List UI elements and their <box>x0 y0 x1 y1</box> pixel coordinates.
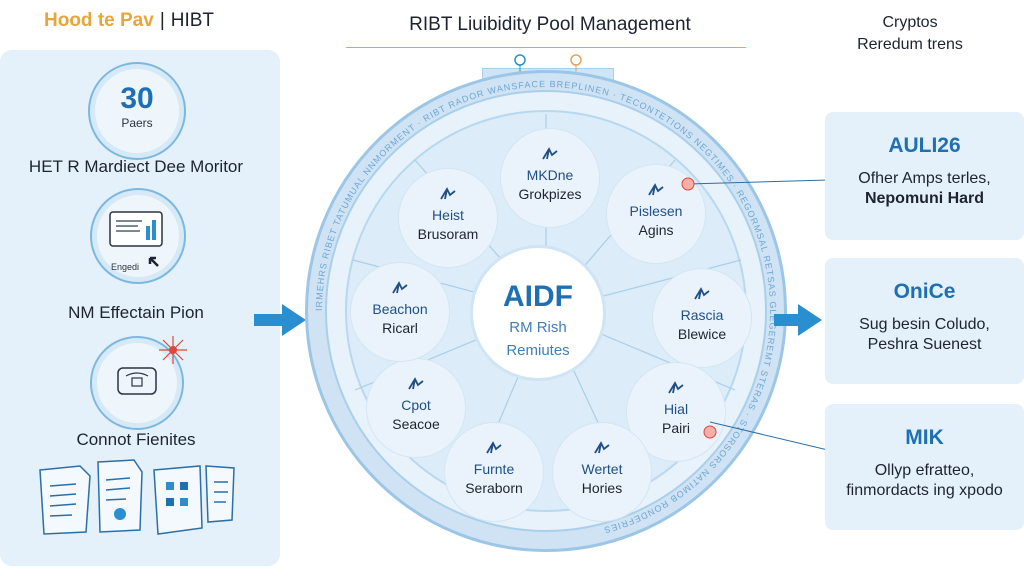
tab-connectors <box>514 54 582 74</box>
panel-line2: finmordacts ing xpodo <box>846 482 1003 499</box>
brand-right-text: HIBT <box>170 10 215 31</box>
crypto-node-icon <box>392 281 408 294</box>
hub-line1: RM Rish <box>509 319 567 336</box>
panel-head: OniCe <box>893 280 956 303</box>
node-line2: Grokpizes <box>518 186 582 202</box>
brand-left-text: Hood te Pav <box>44 10 154 31</box>
panel-head: AULI26 <box>888 134 961 157</box>
document-chart-icon <box>109 211 163 267</box>
crypto-node-icon <box>440 187 456 200</box>
documents-icon-group <box>39 459 235 535</box>
left-label-monitor: HET R Mardiect Dee Moritor <box>28 157 244 176</box>
crypto-node-icon <box>694 287 710 300</box>
right-title-line1: Cryptos <box>882 14 938 31</box>
node-line2: Brusoram <box>417 226 479 242</box>
node-line2: Blewice <box>677 326 727 342</box>
crypto-node-icon <box>594 441 610 454</box>
hub-title: AIDF <box>503 280 573 313</box>
stat-value: 30 <box>120 82 154 115</box>
crypto-node-icon <box>648 183 664 196</box>
panel-line2: Peshra Suenest <box>867 336 982 353</box>
node-line1: Wertet <box>581 461 623 477</box>
hub-line2: Remiutes <box>506 342 570 359</box>
panel-line1: Sug besin Coludo, <box>859 316 990 333</box>
connect-circle <box>90 336 184 430</box>
wheel-node-cpot: Cpot Seacoe <box>366 358 466 458</box>
node-line1: Furnte <box>473 461 515 477</box>
node-line1: Rascia <box>680 307 724 323</box>
panel-connector-lines <box>681 177 829 451</box>
flow-arrow-right <box>774 304 822 336</box>
info-panel-mik: MIK Ollyp efratteo, finmordacts ing xpod… <box>825 404 1024 530</box>
node-line2: Seraborn <box>465 480 523 496</box>
crypto-node-icon <box>486 441 502 454</box>
document-circle <box>90 188 186 284</box>
right-column-title: Cryptos Reredum trens <box>840 12 980 56</box>
wheel-node-beachon: Beachon Ricarl <box>350 262 450 362</box>
page-title: RIBT Liuibidity Pool Management <box>409 14 691 35</box>
monitor-icon <box>117 367 157 395</box>
node-line1: Beachon <box>372 301 428 317</box>
node-line2: Agins <box>638 222 674 238</box>
left-label-connect: Connot Fienites <box>76 430 196 449</box>
panel-head: MIK <box>905 426 944 449</box>
info-panel-onice: OniCe Sug besin Coludo, Peshra Suenest <box>825 258 1024 384</box>
stat-label: Paers <box>121 116 153 130</box>
wheel-node-mkdne: MKDne Grokpizes <box>500 128 600 228</box>
panel-line1: Ollyp efratteo, <box>874 462 975 479</box>
highlight-burst-icon <box>159 336 187 364</box>
title-divider <box>346 47 746 48</box>
crypto-node-icon <box>542 147 558 160</box>
stat-circle: 30 Paers <box>88 62 186 160</box>
node-line2: Seacoe <box>392 416 440 432</box>
node-line1: Pislesen <box>629 203 683 219</box>
wheel-node-pislesen: Pislesen Agins <box>606 164 706 264</box>
node-line2: Hories <box>581 480 623 496</box>
node-line1: Hial <box>663 401 689 417</box>
wheel-hub: AIDF RM Rish Remiutes <box>470 245 606 381</box>
node-line2: Pairi <box>661 420 690 436</box>
brand-separator: | <box>159 10 165 31</box>
node-line1: Heist <box>432 207 464 223</box>
panel-line1: Ofher Amps terles, <box>858 170 991 187</box>
brand: Hood te Pav|HIBT <box>44 10 214 32</box>
wheel-node-furnte: Furnte Seraborn <box>444 422 544 522</box>
left-label-efficiency: NM Effectain Pion <box>68 303 204 322</box>
node-line1: MKDne <box>526 167 574 183</box>
info-panel-auli26: AULI26 Ofher Amps terles, Nepomuni Hard <box>825 112 1024 240</box>
crypto-node-icon <box>668 381 684 394</box>
wheel-node-heist: Heist Brusoram <box>398 168 498 268</box>
wheel-node-wertet: Wertet Hories <box>552 422 652 522</box>
flow-arrow-left <box>254 304 306 336</box>
document-caption: Engedi <box>110 262 140 272</box>
panel-line2: Nepomuni Hard <box>864 190 985 207</box>
right-title-line2: Reredum trens <box>857 36 963 53</box>
crypto-node-icon <box>408 377 424 390</box>
node-line2: Ricarl <box>382 320 418 336</box>
node-line1: Cpot <box>401 397 431 413</box>
wheel-node-rascia: Rascia Blewice <box>652 268 752 368</box>
